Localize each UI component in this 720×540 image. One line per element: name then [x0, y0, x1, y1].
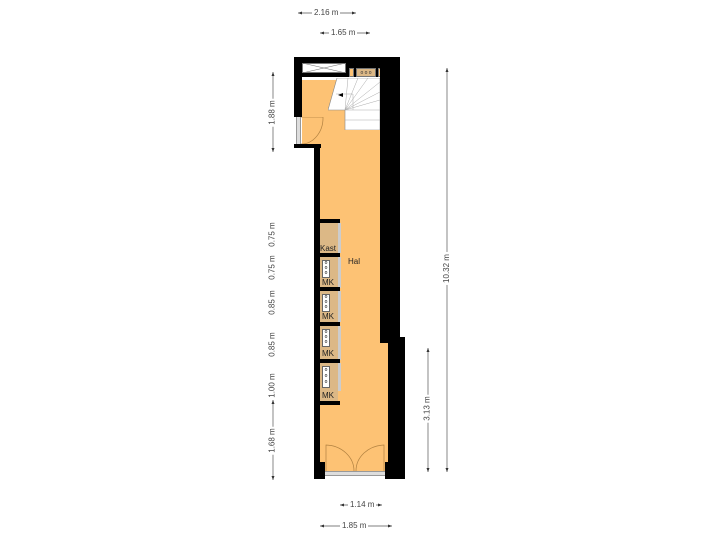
closet-divider [318, 253, 340, 257]
dimension-right-lower: 3.13 m [422, 348, 433, 472]
mk-4-label: MK [322, 391, 334, 400]
closet-divider [318, 359, 340, 363]
kast [320, 223, 338, 253]
wall-bottom-left [314, 462, 325, 479]
dimension-top-outer: 2.16 m [298, 8, 356, 18]
mk-3-label: MK [322, 349, 334, 358]
dimension-bottom-inner: 1.14 m [340, 500, 382, 510]
closet-divider [318, 401, 340, 405]
wall-left-upper [294, 57, 302, 117]
hal-label: Hal [348, 257, 361, 266]
mk-3-door [338, 326, 341, 360]
mk-1-label: MK [322, 278, 334, 287]
wall-top [294, 57, 400, 62]
wall-right-step [380, 337, 405, 343]
hal-floor-right-notch [380, 343, 388, 474]
meter-box: o o o [356, 68, 376, 77]
dimension-label: 1.85 m [340, 521, 369, 530]
dimension-bottom-outer: 1.85 m [320, 521, 392, 531]
closet-divider [318, 287, 340, 291]
wall-left-main [314, 144, 320, 474]
mk-4-door [338, 363, 341, 391]
mk-2-door [338, 291, 341, 322]
door-swing-front [325, 444, 385, 472]
dimension-label: 1.65 m [329, 28, 358, 37]
closet-divider [318, 219, 340, 223]
side-window [296, 117, 301, 144]
dimension-top-inner: 1.65 m [320, 28, 370, 38]
dimension-right-total: 10.32 m [441, 68, 452, 472]
skylight [302, 63, 346, 73]
mk-1-door [338, 257, 341, 288]
kast-door [338, 223, 341, 253]
kast-label: Kast [320, 244, 337, 253]
dimension-label: 2.16 m [312, 8, 341, 17]
wall-right-lower [388, 337, 405, 479]
door-swing-side [301, 117, 324, 145]
mk-2-label: MK [322, 312, 334, 321]
dimension-label: 1.14 m [348, 500, 377, 509]
stairs [328, 78, 380, 130]
closet-divider [318, 322, 340, 326]
meter-box [349, 68, 354, 77]
front-window [325, 471, 385, 476]
wall-bottom-right [385, 462, 405, 479]
wall-right-upper [380, 57, 400, 337]
wall-step [294, 144, 321, 148]
